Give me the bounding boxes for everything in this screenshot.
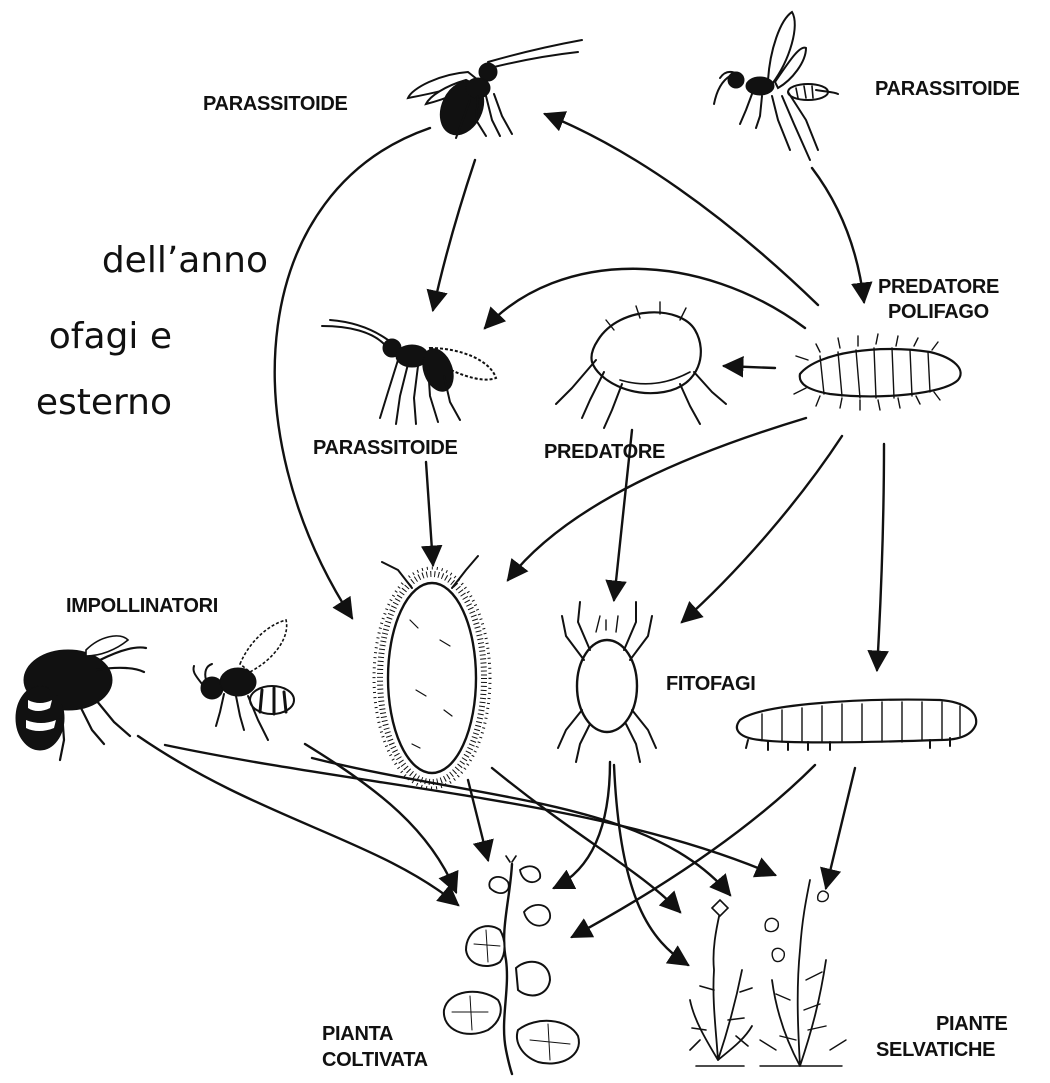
parasitoid-wasp-winged-icon	[714, 12, 838, 160]
parasitoid-wasp-middle-icon	[322, 320, 496, 424]
arrow-parasitoid-to-parasitoid	[433, 160, 475, 310]
label-pianta-coltivata-2: COLTIVATA	[322, 1049, 428, 1071]
label-predatore-polifago-1: PREDATORE	[878, 276, 999, 298]
arrow-winged-parasitoid-to-polifago	[812, 168, 864, 302]
slide-text-line-2: ofagi e	[49, 316, 172, 357]
label-fitofagi: FITOFAGI	[666, 673, 755, 695]
arrow-caterpillar-to-selvatiche	[826, 768, 855, 888]
bee-pollinator-icon	[16, 636, 146, 760]
small-bee-pollinator-icon	[193, 620, 294, 740]
arrow-polifago-to-top-parasitoid	[545, 114, 818, 305]
predatory-mite-icon	[556, 302, 726, 428]
slide-text-line-3: esterno	[36, 382, 172, 423]
arrow-mite-to-pianta	[554, 762, 610, 888]
label-pianta-coltivata-1: PIANTA	[322, 1023, 393, 1045]
arrow-mite-to-selvatiche	[614, 765, 688, 965]
polyphagous-predator-larva-icon	[794, 334, 961, 410]
wild-plants-icon	[690, 880, 846, 1066]
label-predatore: PREDATORE	[544, 441, 665, 463]
label-parassitoide-middle: PARASSITOIDE	[313, 437, 458, 459]
label-parassitoide-top-right: PARASSITOIDE	[875, 78, 1020, 100]
label-parassitoide-top-left: PARASSITOIDE	[203, 93, 348, 115]
arrow-polifago-to-predator	[724, 366, 775, 368]
phytophagous-mite-icon	[558, 602, 656, 762]
arrow-polifago-to-caterpillar	[877, 444, 884, 670]
arrow-polifago-to-mite	[682, 436, 842, 622]
cultivated-plant-icon	[444, 856, 579, 1074]
label-impollinatori: IMPOLLINATORI	[66, 595, 218, 617]
label-predatore-polifago-2: POLIFAGO	[888, 301, 989, 323]
scale-insect-icon	[374, 556, 490, 788]
label-piante-selvatiche-2: SELVATICHE	[876, 1039, 995, 1061]
caterpillar-icon	[737, 700, 976, 750]
parasitoid-wasp-black-icon	[408, 40, 582, 142]
label-piante-selvatiche-1: PIANTE	[936, 1013, 1008, 1035]
slide-text-line-1: dell’anno	[102, 240, 268, 281]
arrow-mid-parasitoid-to-scale	[426, 462, 433, 565]
